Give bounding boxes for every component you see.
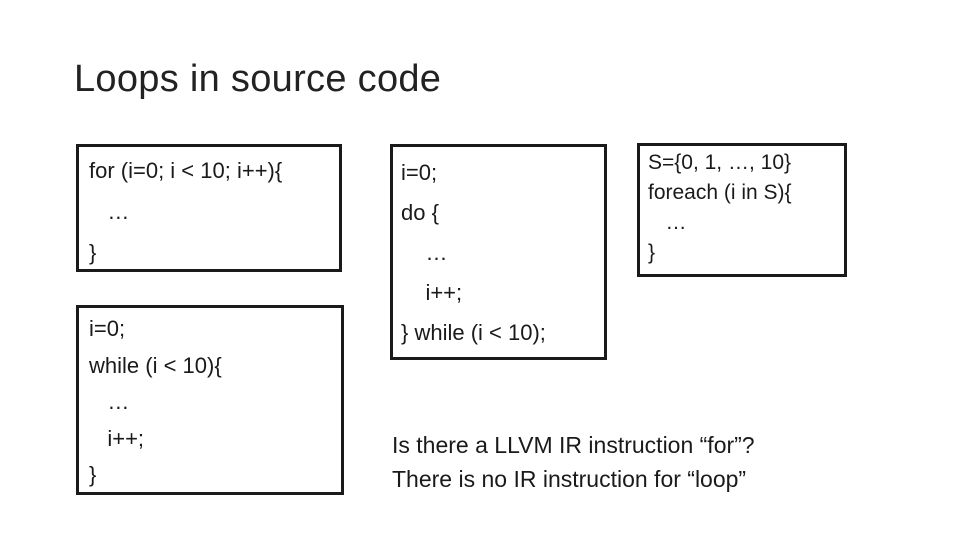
code-line: i++; [401, 280, 463, 305]
code-line: while (i < 10){ [89, 352, 222, 378]
code-line: i++; [89, 425, 145, 451]
code-line: … [648, 211, 687, 234]
do-while-loop-code-box: i=0; do { … i++; } while (i < 10); [390, 144, 607, 360]
code-line: } [648, 241, 656, 264]
code-line: } while (i < 10); [401, 320, 546, 345]
ir-question-text: Is there a LLVM IR instruction “for”? Th… [392, 428, 755, 496]
code-line: for (i=0; i < 10; i++){ [89, 158, 283, 183]
code-line: i=0; [89, 316, 126, 341]
code-line: … [89, 199, 130, 224]
slide-title: Loops in source code [74, 58, 442, 100]
code-line: } [89, 240, 97, 265]
foreach-loop-code-box: S={0, 1, …, 10} foreach (i in S){ … } [637, 143, 847, 277]
question-line: Is there a LLVM IR instruction “for”? [392, 432, 755, 458]
while-loop-code-box: i=0; while (i < 10){ … i++; } [76, 305, 344, 495]
answer-line: There is no IR instruction for “loop” [392, 466, 747, 492]
code-line: i=0; [401, 160, 438, 185]
for-loop-code-box: for (i=0; i < 10; i++){ … } [76, 144, 342, 272]
code-line: foreach (i in S){ [648, 181, 792, 204]
code-line: S={0, 1, …, 10} [648, 151, 792, 174]
code-line: do { [401, 200, 439, 225]
code-line: } [89, 462, 97, 487]
code-line: … [401, 240, 448, 265]
code-line: … [89, 389, 130, 414]
